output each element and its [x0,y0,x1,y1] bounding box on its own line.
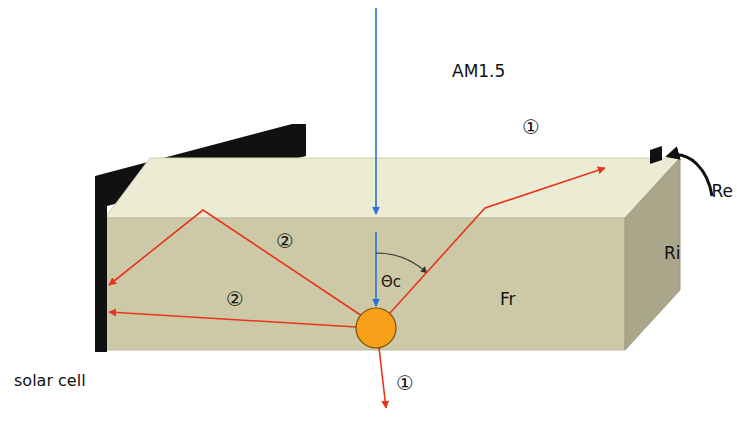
reflection-label: Re [711,182,733,201]
index-label: Ri [664,244,681,263]
mirror-edge [650,146,662,164]
trapped-ray [109,312,356,327]
component-label: solar cell [14,372,86,390]
escape-ray [390,168,605,313]
trapped-ray [109,210,362,316]
slab-side-face [625,158,680,350]
sunlight-arrow-inner [375,232,377,306]
callout-number: ② [226,288,244,310]
callout-number: ② [276,230,294,252]
dye-label: Fr [500,290,516,309]
sunlight-arrow [375,8,377,214]
callout-number: ① [522,116,540,138]
slab-top-face [105,158,680,218]
light-source-label: AM1.5 [452,62,505,81]
angle-label: Θc [381,274,401,291]
slab-front-face [105,218,625,350]
solar-cell-plate [95,176,107,352]
escape-ray [379,348,386,408]
reflection-arrow [668,155,712,196]
angle-arc [376,253,427,273]
dye-particle [356,308,396,348]
callout-number: ① [396,372,414,394]
